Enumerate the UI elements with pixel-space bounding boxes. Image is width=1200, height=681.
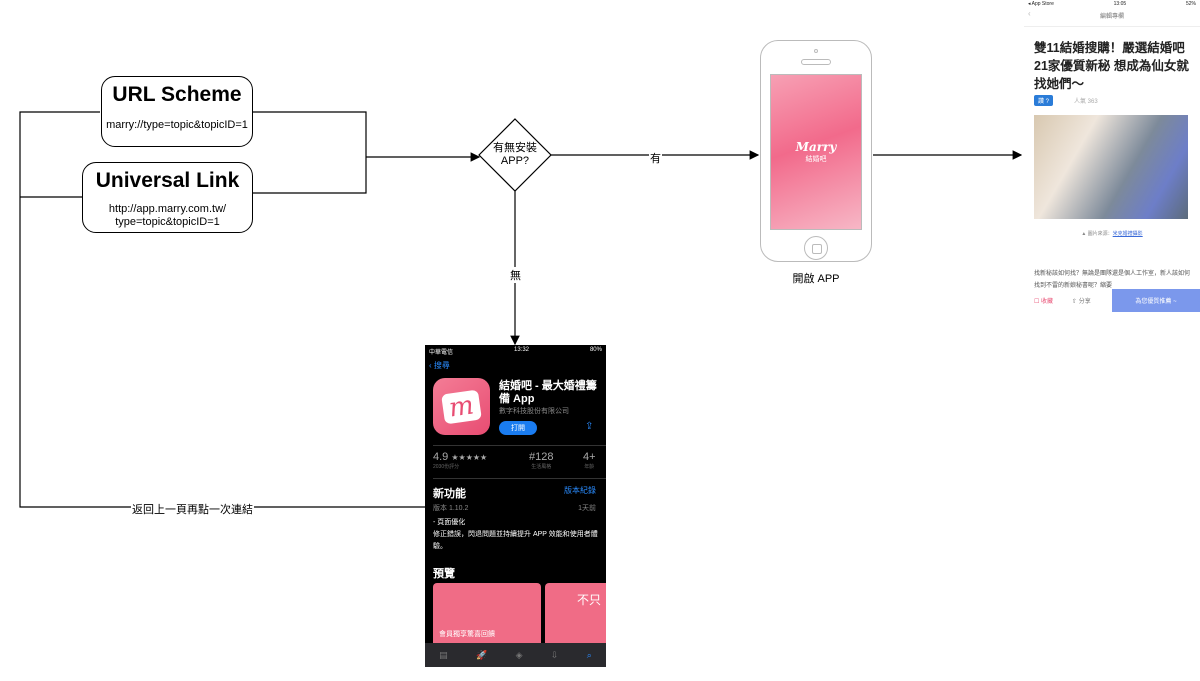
notes-line2: 修正錯誤，閃退問題並持續提升 APP 效能和使用者體驗。 [433,531,598,550]
url-scheme-example: marry://type=topic&topicID=1 [106,119,248,131]
divider [433,445,606,446]
rating-value: 4.9 [433,451,449,463]
app-splash-screen: Marry 結婚吧 [770,74,862,230]
tab-bar: ▤ 🚀 ◈ ⇩ ⌕ [425,643,606,667]
time: 13:32 [513,347,529,353]
rating: 4.9 ★★★★★ 2030份評分 [433,451,487,470]
no-label: 無 [509,267,522,283]
decision-line2: APP? [500,155,530,167]
rating-count: 2030份評分 [433,464,460,470]
app-store-screenshot: 中華電信 13:32 80% ‹ 搜尋 m 結婚吧 - 最大婚禮籌備 App 數字科… [425,345,606,667]
decision-line1: 有無安裝 [493,142,537,154]
share-button[interactable]: ⇧ 分享 [1072,299,1091,305]
preview-heading: 預覽 [433,568,455,580]
rank-category: 生活風格 [531,464,552,470]
battery: 52% [1185,1,1196,7]
credit-label: ▲ 圖片來源： [1081,231,1113,237]
release-notes: - 頁面優化修正錯誤，閃退問題並持續提升 APP 效能和使用者體驗。 [433,517,598,553]
marry-logo-sub: 結婚吧 [805,156,827,163]
article-screenshot: ◂ App Store 13:05 52% ‹ 編輯專欄 雙11結婚搜購！嚴選結婚吧2… [1024,0,1200,312]
app-name: 結婚吧 - 最大婚禮籌備 App [499,380,597,405]
phone-mockup: Marry 結婚吧 [760,40,872,262]
article-title: 雙11結婚搜購！嚴選結婚吧21家優質新秘 想成為仙女就找她們～ [1034,41,1189,91]
tab-search[interactable]: ⌕ [586,649,592,660]
version-history-link[interactable]: 版本紀錄 [564,486,596,495]
shot1-text: 會員獨享驚喜回饋 [439,631,495,638]
status-bar: ◂ App Store 13:05 52% [1024,0,1200,8]
age: 4+年齡 [583,451,596,470]
home-button-icon [804,236,828,260]
marry-logo: Marry [795,140,837,154]
open-button[interactable]: 打開 [499,421,537,435]
open-app-caption: 開啟 APP [792,273,840,285]
recommend-button[interactable]: 為您優質推薦 ~ [1112,289,1200,312]
time: 13:05 [1113,1,1127,7]
article-body: 找新秘該如何找？無論是團隊還是個人工作室，新人該如何找到不雷的新娘秘書呢？縮要 [1034,271,1191,289]
nav-title: 編輯專欄 [1099,14,1124,20]
app-icon: m [433,378,490,435]
universal-link-example-2: type=topic&topicID=1 [115,216,220,228]
camera-icon [814,49,818,53]
tab-apps[interactable]: ◈ [515,649,523,660]
article-footer: ☐ 收藏 ⇧ 分享 為您優質推薦 ~ [1024,289,1200,312]
notes-line1: - 頁面優化 [433,519,466,526]
tab-arcade[interactable]: ⇩ [550,649,559,660]
edge-url-scheme-out [253,111,367,157]
share-icon[interactable]: ⇪ [585,421,594,432]
url-scheme-node: URL Scheme marry://type=topic&topicID=1 [101,76,253,147]
speaker-icon [801,59,831,65]
nav-bar: ‹ 編輯專欄 [1024,8,1200,27]
age-value: 4+ [583,451,596,463]
edge-universal-out [253,157,367,194]
back-chevron-icon[interactable]: ‹ [1028,9,1031,18]
divider [433,478,606,479]
universal-link-title: Universal Link [95,169,240,192]
universal-link-node: Universal Link http://app.marry.com.tw/t… [82,162,253,233]
back-button[interactable]: ‹ 搜尋 [429,361,450,370]
status-bar: 中華電信 13:32 80% [425,345,606,358]
like-button[interactable]: 讚 ? [1034,95,1054,106]
updated-ago: 1天前 [578,505,596,512]
tab-games[interactable]: 🚀 [476,649,488,660]
url-scheme-title: URL Scheme [112,83,242,106]
rank-value: #128 [529,451,554,463]
credit-link[interactable]: 米克婚禮攝影 [1112,231,1143,237]
back-label: 返回上一頁再點一次連結 [131,501,254,517]
yes-label: 有 [649,150,662,166]
carrier: 中華電信 [429,350,454,356]
universal-link-example-1: http://app.marry.com.tw/ [108,203,227,215]
version: 版本 1.10.2 [433,505,469,512]
whats-new-heading: 新功能 [433,488,466,500]
developer: 數字科技股份有限公司 [499,408,569,415]
age-label: 年齡 [584,464,595,470]
popularity: 人氣 363 [1074,99,1098,105]
image-credit: ▲ 圖片來源：米克婚禮攝影 [1024,230,1200,237]
article-image [1034,115,1188,219]
favorite-button[interactable]: ☐ 收藏 [1034,299,1054,305]
stars: ★★★★★ [451,453,488,462]
battery: 80% [589,347,602,353]
tab-today[interactable]: ▤ [439,649,448,660]
back-to-app-store[interactable]: ◂ App Store [1028,1,1054,7]
